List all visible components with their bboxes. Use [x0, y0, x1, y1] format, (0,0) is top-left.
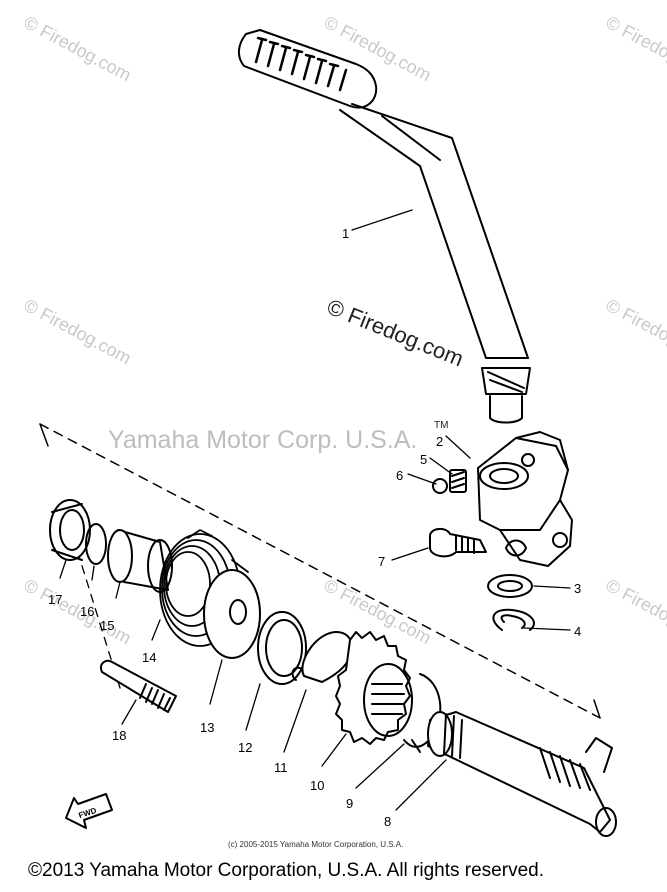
label-18: 18 — [112, 728, 126, 743]
part-8-kick-axle — [427, 711, 617, 837]
label-5: 5 — [420, 452, 427, 467]
label-6: 6 — [396, 468, 403, 483]
label-12: 12 — [238, 740, 252, 755]
footer-copyright: ©2013 Yamaha Motor Corporation, U.S.A. A… — [28, 860, 544, 881]
label-13: 13 — [200, 720, 214, 735]
part-16-ring — [85, 523, 107, 565]
part-5-spring — [449, 469, 467, 493]
part-2-crank-boss — [477, 431, 573, 567]
part-1-kick-lever — [238, 29, 531, 424]
fwd-arrow-icon — [65, 793, 113, 829]
leader-lines — [59, 209, 571, 811]
label-4: 4 — [574, 624, 581, 639]
label-8: 8 — [384, 814, 391, 829]
label-14: 14 — [142, 650, 156, 665]
assembly-axis-line — [39, 423, 601, 719]
part-7-bolt — [429, 528, 487, 558]
part-10-kick-gear — [335, 631, 413, 745]
part-11-spring — [291, 631, 354, 683]
brand-watermark: Yamaha Motor Corp. U.S.A. — [108, 426, 418, 454]
small-copyright: (c) 2005-2015 Yamaha Motor Corporation, … — [228, 840, 404, 849]
part-12-clip — [257, 611, 307, 685]
part-15-collar — [107, 529, 173, 593]
part-4-circlip — [492, 608, 535, 631]
label-11: 11 — [274, 760, 288, 775]
label-2: 2 — [436, 434, 443, 449]
part-3-washer — [487, 574, 533, 598]
part-6-ball — [432, 478, 448, 494]
part-13-plate-washer — [203, 569, 261, 659]
part-17-oil-seal — [49, 499, 91, 561]
label-10: 10 — [310, 778, 324, 793]
trademark-mark: TM — [434, 420, 449, 431]
label-16: 16 — [80, 604, 94, 619]
label-17: 17 — [48, 592, 62, 607]
label-15: 15 — [100, 618, 114, 633]
label-3: 3 — [574, 581, 581, 596]
label-7: 7 — [378, 554, 385, 569]
part-number-labels: 1 2 3 4 5 6 7 8 9 10 11 12 13 14 15 16 1… — [48, 226, 581, 829]
label-1: 1 — [342, 226, 349, 241]
label-9: 9 — [346, 796, 353, 811]
part-18-pin — [100, 659, 177, 713]
